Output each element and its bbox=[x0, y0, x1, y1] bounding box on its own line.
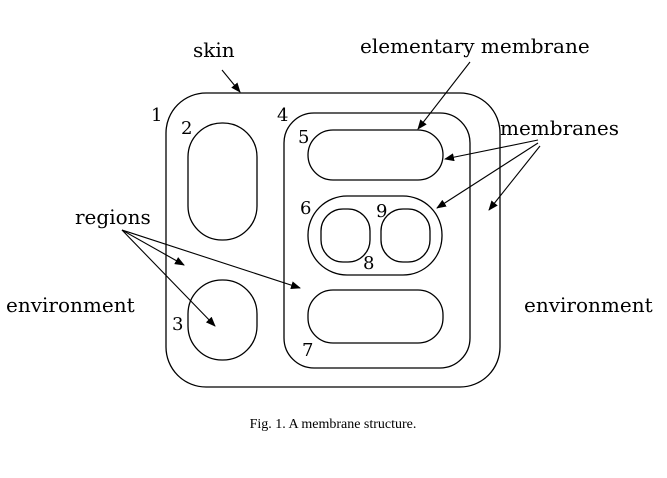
skin-label: skin bbox=[193, 38, 235, 62]
skin-arrow bbox=[221, 69, 241, 93]
membrane-9 bbox=[380, 208, 431, 263]
regions-arrow-1 bbox=[121, 229, 185, 266]
number-1: 1 bbox=[151, 105, 162, 126]
region-2 bbox=[187, 122, 258, 241]
elementary-membrane-label: elementary membrane bbox=[360, 34, 590, 58]
number-3: 3 bbox=[172, 314, 183, 335]
number-2: 2 bbox=[181, 118, 192, 139]
region-3 bbox=[187, 279, 258, 361]
membranes-arrow-1 bbox=[444, 139, 539, 162]
membrane-4 bbox=[283, 112, 471, 369]
number-9: 9 bbox=[376, 201, 387, 222]
membrane-5 bbox=[307, 129, 444, 181]
number-8: 8 bbox=[363, 253, 374, 274]
membranes-label: membranes bbox=[500, 116, 619, 140]
elementary-membrane-arrow bbox=[417, 61, 471, 130]
environment-right-label: environment bbox=[524, 293, 653, 317]
regions-label: regions bbox=[75, 205, 151, 229]
membranes-arrow-3 bbox=[488, 145, 541, 211]
environment-left-label: environment bbox=[6, 293, 135, 317]
regions-arrow-2 bbox=[121, 229, 301, 290]
regions-arrow-3 bbox=[121, 229, 216, 327]
skin-membrane-1 bbox=[165, 92, 501, 388]
membrane-6 bbox=[307, 195, 443, 276]
number-5: 5 bbox=[298, 127, 309, 148]
number-7: 7 bbox=[302, 340, 313, 361]
number-6: 6 bbox=[300, 198, 311, 219]
membrane-7 bbox=[307, 289, 444, 344]
membrane-8 bbox=[320, 208, 371, 263]
figure-caption: Fig. 1. A membrane structure. bbox=[250, 417, 417, 432]
number-4: 4 bbox=[277, 105, 288, 126]
membranes-arrow-2 bbox=[436, 142, 539, 209]
